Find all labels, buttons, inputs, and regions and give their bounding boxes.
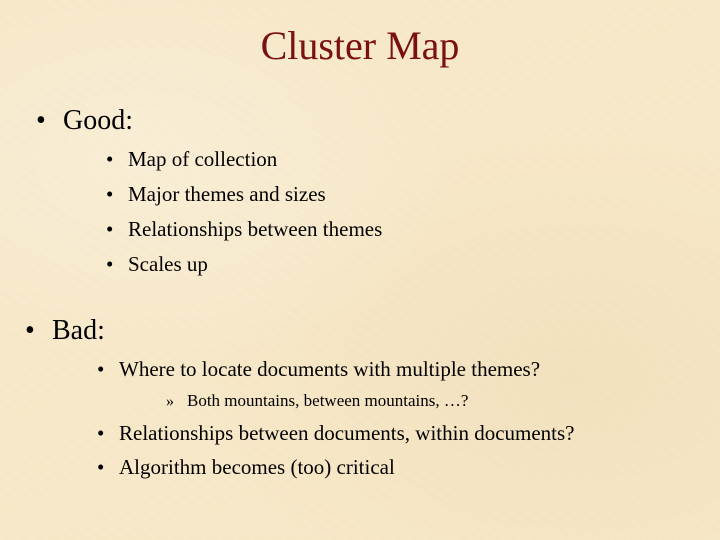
- bad-item: • Algorithm becomes (too) critical: [97, 454, 395, 480]
- good-label: Good:: [63, 105, 133, 136]
- bad-item: • Where to locate documents with multiple…: [97, 356, 540, 382]
- good-item-text: Map of collection: [128, 147, 278, 171]
- good-item: • Scales up: [106, 251, 208, 277]
- good-heading: • Good:: [36, 104, 133, 138]
- bullet-icon: •: [106, 217, 114, 241]
- sub-bullet-icon: »: [166, 393, 174, 410]
- good-item: • Relationships between themes: [106, 216, 382, 242]
- bullet-icon: •: [106, 182, 114, 206]
- bullet-icon: •: [36, 105, 46, 136]
- slide-title: Cluster Map: [260, 23, 460, 68]
- bad-label: Bad:: [52, 315, 105, 346]
- bad-item-text: Relationships between documents, within …: [119, 421, 575, 445]
- bullet-icon: •: [97, 455, 105, 479]
- good-item-text: Scales up: [128, 252, 208, 276]
- good-item-text: Relationships between themes: [128, 217, 383, 241]
- bullet-icon: •: [106, 147, 114, 171]
- good-item: • Major themes and sizes: [106, 181, 326, 207]
- bullet-icon: •: [25, 315, 35, 346]
- bad-heading: • Bad:: [25, 314, 105, 348]
- bullet-icon: •: [106, 252, 114, 276]
- bad-item-text: Where to locate documents with multiple …: [119, 357, 541, 381]
- bullet-icon: •: [97, 421, 105, 445]
- good-item: • Map of collection: [106, 146, 277, 172]
- bad-subitem-text: Both mountains, between mountains, …?: [187, 391, 469, 410]
- bad-item-text: Algorithm becomes (too) critical: [119, 455, 395, 479]
- bad-subitem: » Both mountains, between mountains, …?: [166, 390, 468, 413]
- good-item-text: Major themes and sizes: [128, 182, 326, 206]
- bad-item: • Relationships between documents, within…: [97, 420, 575, 446]
- bullet-icon: •: [97, 357, 105, 381]
